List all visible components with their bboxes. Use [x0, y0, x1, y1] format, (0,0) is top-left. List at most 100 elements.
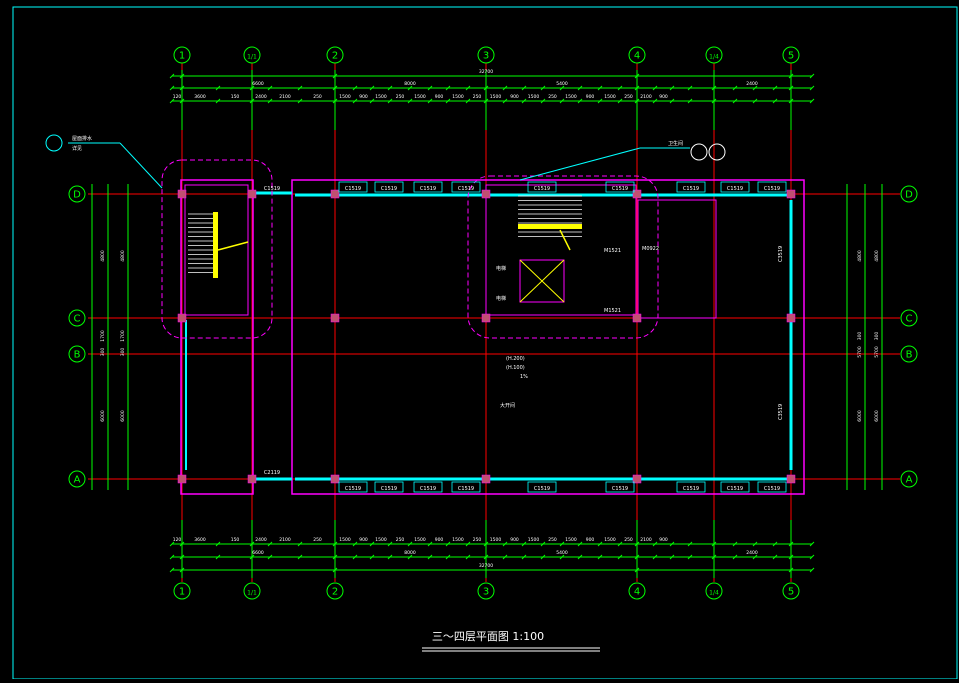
dim-segment-top: 8000 [404, 81, 416, 87]
dim-detail-top: 1500 [452, 94, 464, 100]
dim-detail-right: 5700 [874, 346, 880, 358]
window-label-south: C1519 [612, 486, 628, 492]
dim-detail-top: 900 [435, 94, 444, 100]
dim-tick [669, 541, 675, 547]
dim-segment-top: 6600 [252, 81, 264, 87]
dim-segment-right: 6000 [857, 410, 863, 422]
window-frame-north [451, 181, 481, 193]
room-note: 大开间 [500, 402, 515, 409]
dim-tick [445, 85, 451, 91]
dim-tick [369, 554, 375, 560]
structural-column [481, 474, 491, 484]
window-label-south: C1519 [683, 486, 699, 492]
callout-leader-2 [119, 142, 163, 189]
dim-detail-bottom: 150 [231, 537, 240, 543]
dim-tick [215, 554, 221, 560]
axis-bubble-label: 5 [788, 51, 794, 62]
window-frame-north [413, 181, 443, 193]
window-frame-south [338, 481, 368, 493]
dim-tick [597, 541, 603, 547]
axis-bubble-label: 1 [179, 51, 185, 62]
dim-tick [169, 567, 175, 573]
axis-bubble-row [68, 345, 86, 363]
dim-overall-bottom: 32700 [479, 563, 493, 569]
callout-bubble [45, 134, 63, 152]
axis-bubble-col [173, 582, 191, 600]
dim-tick [465, 554, 471, 560]
window-frame-south [757, 481, 787, 493]
axis-bubble-label: C [906, 314, 913, 325]
window-label-north: C1519 [534, 186, 550, 192]
level-note-1: (H.200) [506, 356, 525, 362]
dim-detail-top: 900 [586, 94, 595, 100]
dim-tick [387, 554, 393, 560]
dim-detail-bottom: 900 [586, 537, 595, 543]
dim-tick [540, 541, 546, 547]
dim-tick [387, 541, 393, 547]
structural-column [177, 189, 187, 199]
dim-detail-top: 250 [313, 94, 322, 100]
dim-tick [297, 554, 303, 560]
dim-tick [687, 554, 693, 560]
dim-detail-top: 250 [548, 94, 557, 100]
structural-column [481, 189, 491, 199]
window-label-north: C1519 [420, 186, 436, 192]
axis-bubble-col [628, 46, 646, 64]
window-frame-south [605, 481, 635, 493]
dim-tick [809, 541, 815, 547]
dim-tick [617, 85, 623, 91]
dim-detail-left: 1700 [120, 330, 126, 342]
window-frame-south [527, 481, 557, 493]
toilet-block [637, 199, 717, 319]
dim-tick [652, 541, 658, 547]
dim-tick [597, 98, 603, 104]
window-label-north: C1519 [764, 186, 780, 192]
window-frame-north [605, 181, 635, 193]
dim-tick [267, 98, 273, 104]
dim-tick [617, 554, 623, 560]
dim-detail-bottom: 1500 [490, 537, 502, 543]
axis-bubble-label: A [74, 475, 81, 486]
axis-bubble-label: 1/1 [247, 54, 257, 61]
axis-bubble-label: 1/1 [247, 590, 257, 597]
window-label-north: C1519 [683, 186, 699, 192]
axis-bubble-label: 1/4 [709, 590, 719, 597]
dim-detail-bottom: 3600 [194, 537, 206, 543]
dim-detail-top: 120 [173, 94, 182, 100]
elevator-cross-2 [519, 259, 565, 303]
axis-bubble-label: C [74, 314, 81, 325]
dim-tick [809, 85, 815, 91]
axis-bubble-col [243, 582, 261, 600]
dim-detail-bottom: 900 [359, 537, 368, 543]
dim-segment-left: 1700 [100, 330, 106, 342]
revision-cloud-east [467, 175, 659, 339]
dim-tick [652, 554, 658, 560]
dim-tick [215, 541, 221, 547]
dim-tick [169, 85, 175, 91]
dim-tick [521, 554, 527, 560]
axis-bubble-label: 4 [634, 51, 640, 62]
dim-tick [669, 85, 675, 91]
dim-tick [445, 554, 451, 560]
dim-tick [369, 85, 375, 91]
structural-column [786, 189, 796, 199]
dim-tick [752, 98, 758, 104]
dim-detail-top: 2100 [640, 94, 652, 100]
dim-detail-bottom: 250 [473, 537, 482, 543]
axis-bubble-col [705, 582, 723, 600]
callout-note-1: 屋面排水 [72, 135, 92, 142]
dim-tick [577, 98, 583, 104]
dim-tick [752, 541, 758, 547]
window-label-north: C1519 [458, 186, 474, 192]
window-label-west-north: C1519 [264, 186, 280, 192]
window-label-south: C1519 [381, 486, 397, 492]
room-label-1: 电梯 [496, 265, 506, 272]
structural-column [786, 313, 796, 323]
dim-tick [521, 98, 527, 104]
dim-tick [465, 98, 471, 104]
door-label-3: M1521 [604, 308, 621, 314]
axis-bubble-label: B [74, 350, 81, 361]
dim-detail-right: 300 [874, 332, 880, 341]
dim-detail-bottom: 2100 [279, 537, 291, 543]
